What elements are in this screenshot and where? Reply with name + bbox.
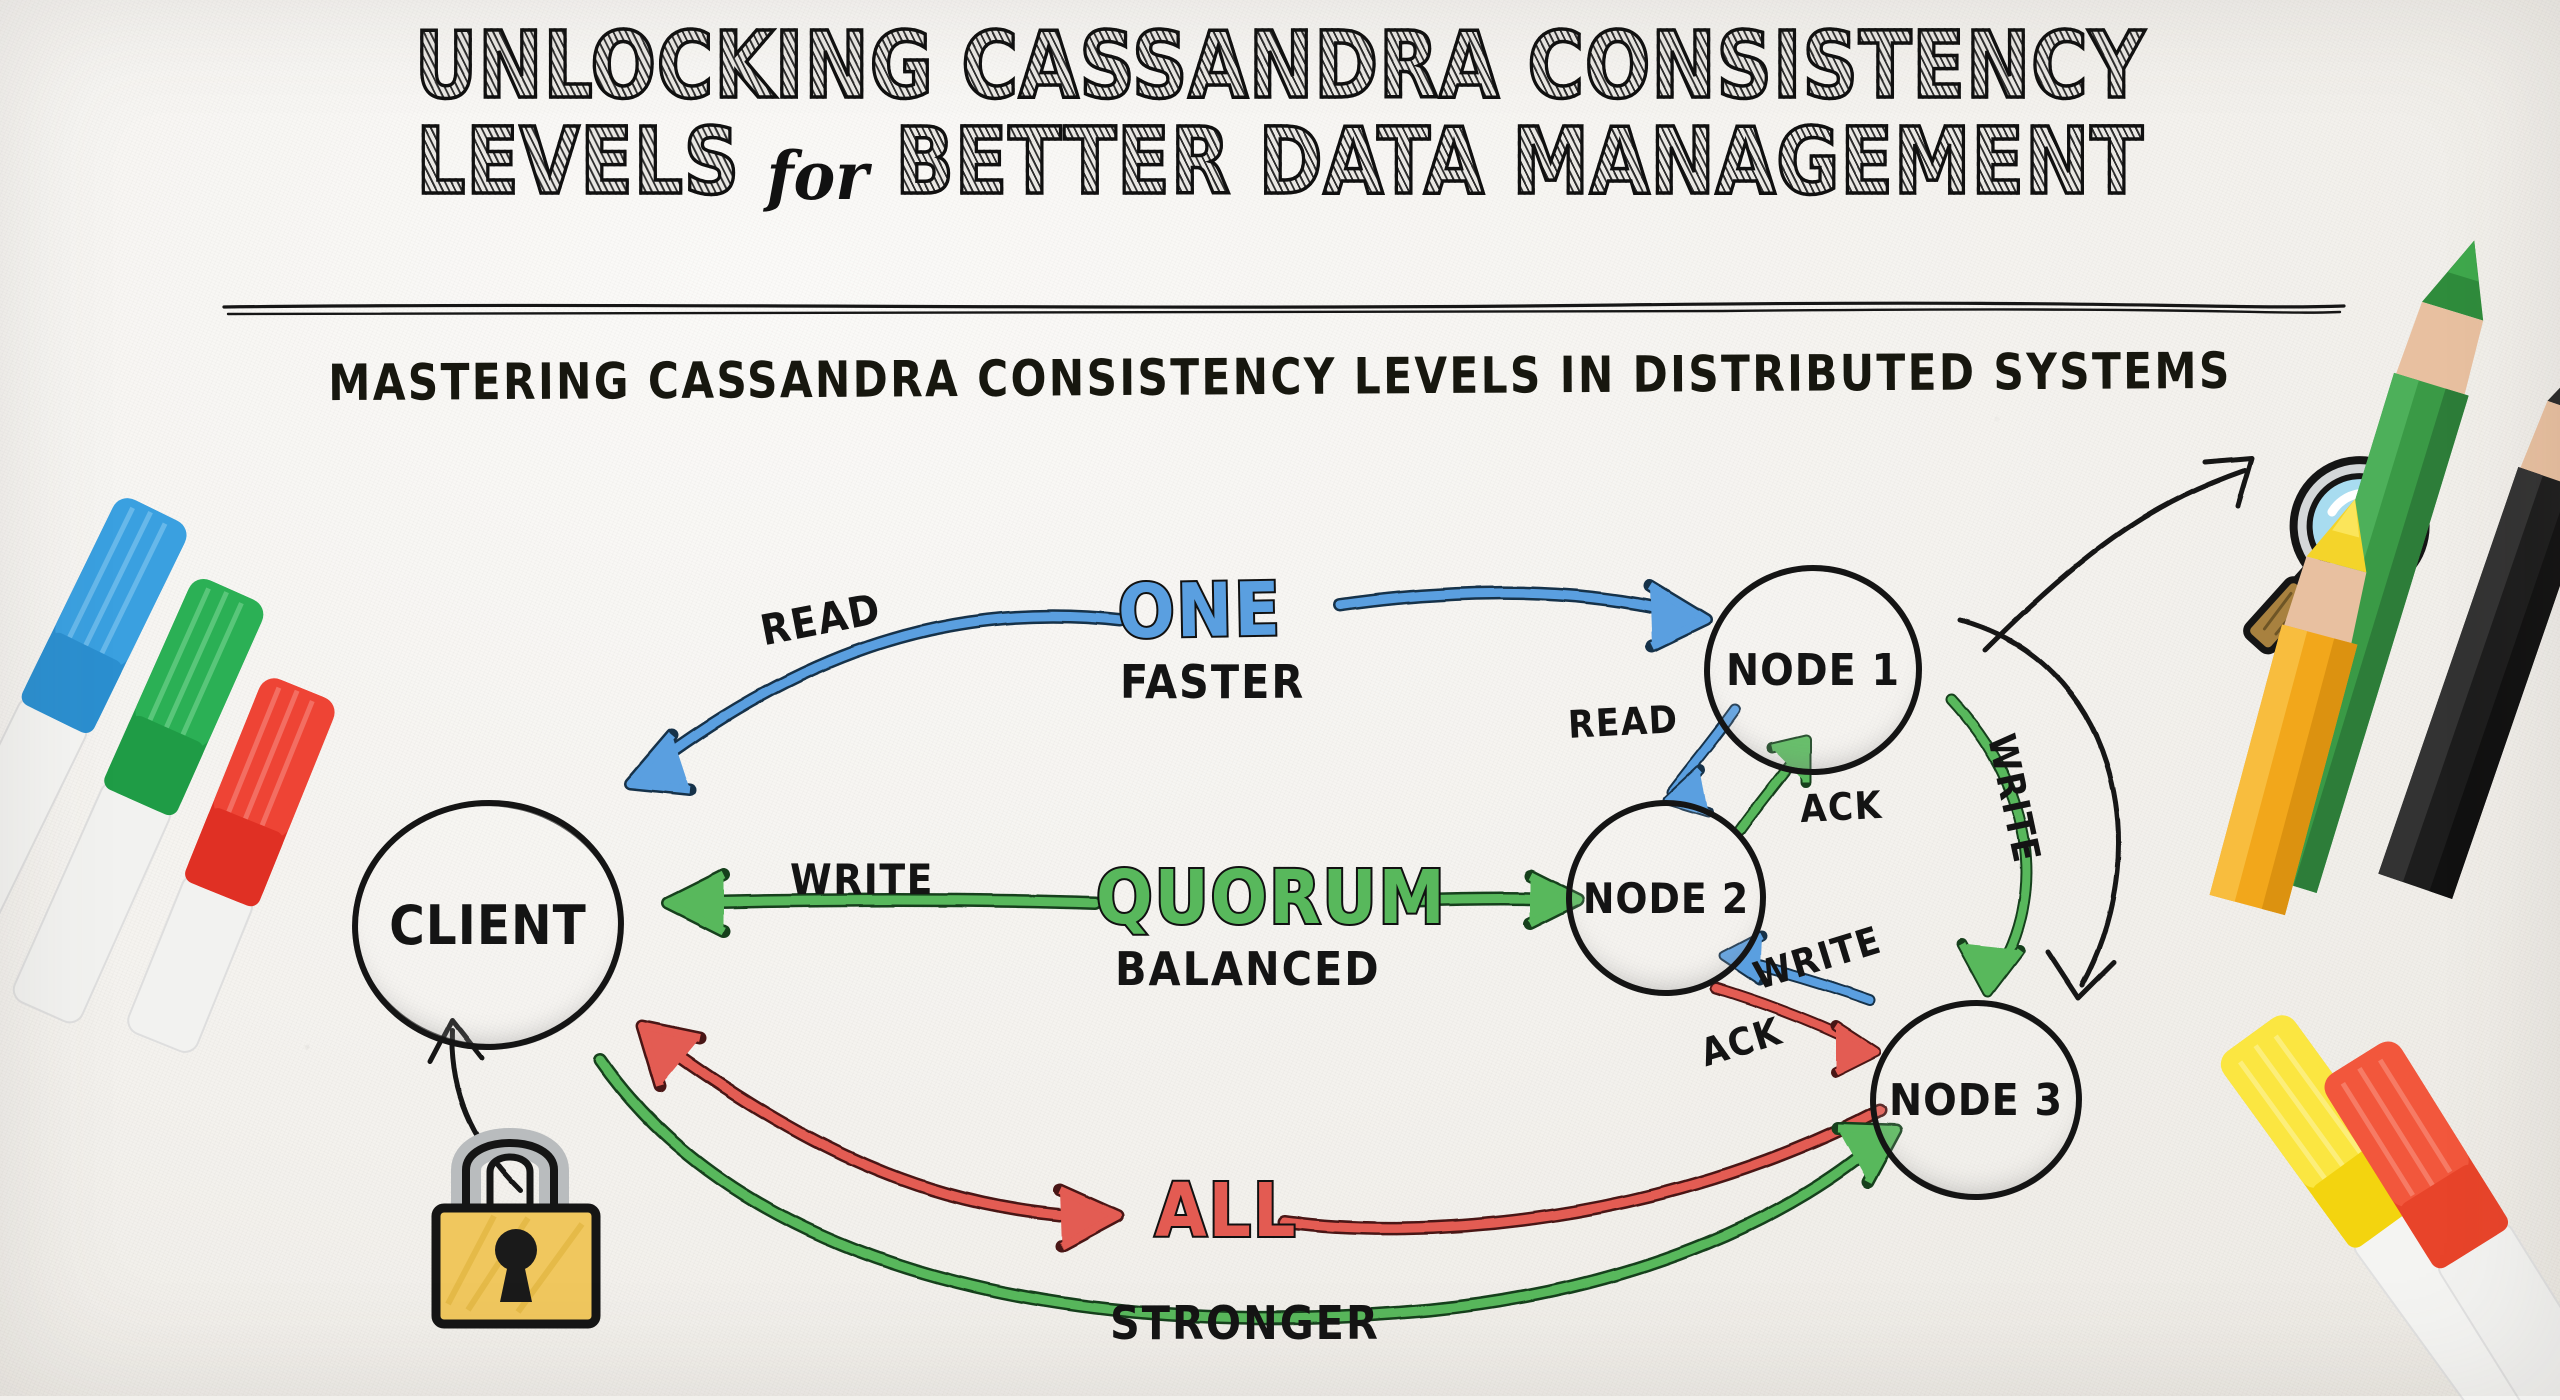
title-divider [222, 301, 2346, 316]
edge-label-read-n1-n2: READ [1566, 697, 1680, 747]
node-node2[interactable]: NODE 2 [1559, 794, 1773, 1002]
node-node1-label: NODE 1 [1725, 644, 1900, 696]
node-node2-label: NODE 2 [1582, 873, 1750, 923]
title-line-2-for: for [766, 136, 869, 215]
edge-label-write-client: WRITE [790, 855, 934, 904]
title-line-1: UNLOCKING CASSANDRA CONSISTENCY [90, 16, 2471, 115]
title-line-2-a: LEVELS [415, 107, 741, 215]
level-one-descriptor: FASTER [1120, 655, 1306, 709]
node-node3-label: NODE 3 [1888, 1074, 2063, 1126]
level-all-label: ALL [1153, 1166, 1298, 1256]
title-block: UNLOCKING CASSANDRA CONSISTENCY LEVELS f… [0, 16, 2560, 215]
level-quorum-descriptor: BALANCED [1115, 942, 1381, 996]
level-all-descriptor: STRONGER [1110, 1296, 1380, 1350]
node-client-label: CLIENT [389, 893, 587, 957]
title-line-2-b: BETTER DATA MANAGEMENT [894, 107, 2145, 215]
title-line-1-text: UNLOCKING CASSANDRA CONSISTENCY [413, 12, 2146, 119]
title-line-2: LEVELS for BETTER DATA MANAGEMENT [90, 112, 2471, 215]
node-client[interactable]: CLIENT [342, 791, 634, 1059]
node-node1[interactable]: NODE 1 [1696, 558, 1930, 782]
level-quorum-label: QUORUM [1094, 853, 1447, 943]
edge-label-ack-n2-n1: ACK [1798, 782, 1884, 832]
level-one-label: ONE [1115, 565, 1284, 658]
node-node3[interactable]: NODE 3 [1862, 994, 2090, 1206]
